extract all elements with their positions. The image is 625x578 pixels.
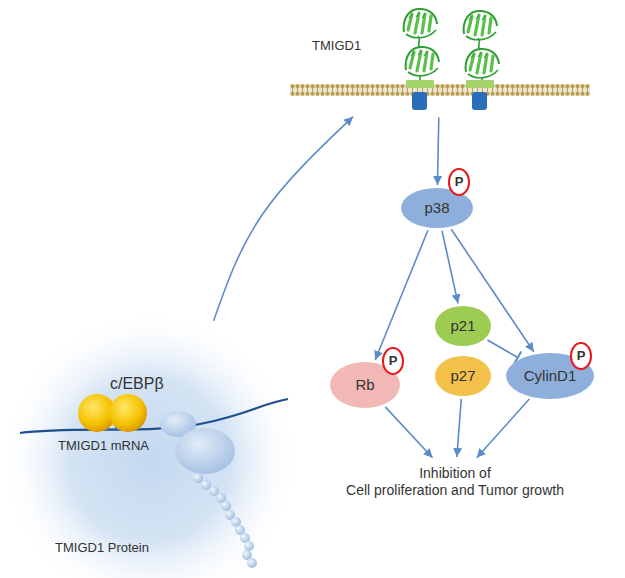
cell-glow [0,310,300,578]
cebpb-dimer-part [109,394,147,432]
arrow-connector [375,230,428,360]
receptor-region: TMIGD1 [290,0,590,115]
node-text: P [577,348,586,364]
tmigd1-protein-structure [404,9,499,110]
protein-ellipse: p21 [435,306,491,346]
tmigd1-protein-structure-part [404,9,437,38]
tmigd1-protein-structure-part [412,92,427,110]
arrow-connector [451,229,533,352]
cebpb-dimer [78,394,147,432]
tmigd1-protein-structure-part [406,47,439,76]
node-text: p38 [424,199,449,217]
arrow-connector [385,407,432,458]
arrow-connector [477,399,530,458]
node-text: P [455,174,464,190]
arrow-connector [442,231,458,304]
inhibition-connector [487,340,517,357]
arrow-connector [214,117,353,321]
tmigd1-protein-structure-part [418,36,482,82]
cell-membrane [290,84,590,96]
peptide-chain-part [244,541,254,551]
ribosome [160,411,235,474]
cell-region: TMIGD1 mRNA TMIGD1 Protein c/EBPβ [0,310,300,578]
node-text: CylinD1 [524,367,577,385]
node-text: P [389,353,398,369]
phospho-circle: P [570,342,592,370]
peptide-chain-part [201,480,211,490]
peptide-chain-part [247,558,257,568]
node-label: c/EBPβ [110,374,164,393]
node-text: p27 [450,367,475,385]
node-label: TMIGD1 Protein [55,540,149,556]
node-text: Inhibition of Cell proliferation and Tum… [346,465,564,499]
outcome-text-box: Inhibition of Cell proliferation and Tum… [330,460,580,504]
phospho-circle: P [448,168,470,196]
tmigd1-protein-structure-part [466,49,499,78]
node-text: Rb [355,376,374,394]
arrow-connector [457,399,461,457]
tmigd1-protein-structure-part [466,80,494,88]
arrow-connector [437,117,438,185]
ribosome-part [175,428,235,474]
mrna-strand-part [20,399,288,433]
node-text: p21 [450,317,475,335]
tmigd1-protein-structure-part [464,11,497,40]
cell-membrane-part [290,84,590,96]
peptide-chain-part [193,473,203,483]
node-label: TMIGD1 [312,38,361,54]
transcription-factor: c/EBPβ [75,368,175,434]
node-label: TMIGD1 mRNA [58,438,149,454]
tmigd1-protein-structure-part [472,92,487,110]
peptide-chain [193,473,257,568]
text-line: Cell proliferation and Tumor growth [346,482,564,499]
mrna-strand [20,399,288,433]
peptide-chain-part [221,501,231,511]
tmigd1-protein-structure-part [406,80,434,88]
protein-ellipse: p27 [435,356,491,396]
phospho-circle: P [382,347,404,375]
text-line: Inhibition of [346,465,564,482]
